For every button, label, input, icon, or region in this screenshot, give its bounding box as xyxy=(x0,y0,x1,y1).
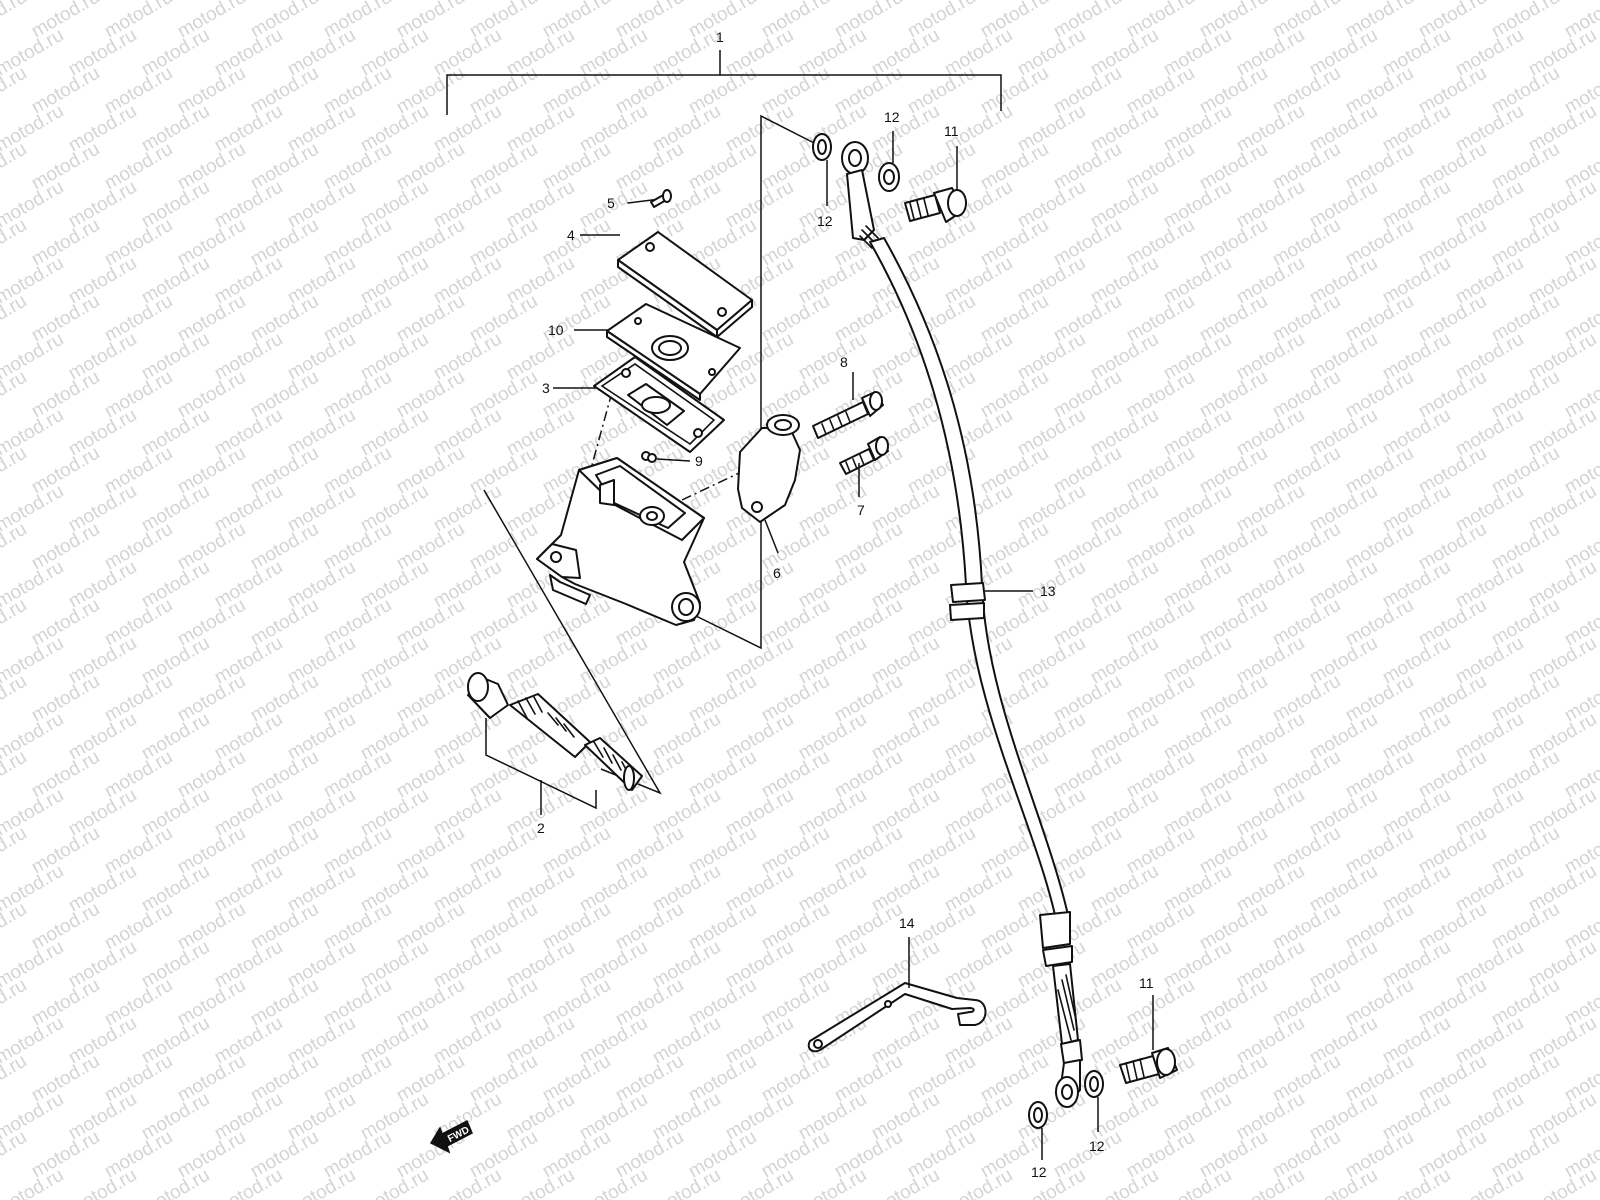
watermark-text: motod.ru xyxy=(1525,1165,1600,1200)
callout-8: 8 xyxy=(840,354,848,370)
callout-3: 3 xyxy=(542,380,550,396)
callout-12-top-a: 12 xyxy=(817,213,833,229)
watermark-text: motod.ru xyxy=(941,1165,1016,1200)
callout-7: 7 xyxy=(857,502,865,518)
watermark-text: motod.ru xyxy=(0,519,30,575)
watermark-text: motod.ru xyxy=(0,1051,30,1107)
callout-9: 9 xyxy=(695,453,703,469)
callout-12-bottom-b: 12 xyxy=(1089,1138,1105,1154)
watermark-text: motod.ru xyxy=(868,1165,943,1200)
watermark-text: motod.ru xyxy=(722,1165,797,1200)
watermark-text: motod.ru xyxy=(0,975,30,1031)
watermark-text: motod.ru xyxy=(0,215,30,271)
callout-2: 2 xyxy=(537,820,545,836)
watermark-text: motod.ru xyxy=(357,1165,432,1200)
callout-4: 4 xyxy=(567,227,575,243)
callout-14: 14 xyxy=(899,915,915,931)
watermark-text: motod.ru xyxy=(0,0,30,42)
watermark-text: motod.ru xyxy=(0,671,30,727)
callout-11-bottom: 11 xyxy=(1139,975,1154,991)
watermark-text: motod.ru xyxy=(0,823,30,879)
callout-6: 6 xyxy=(773,565,781,581)
callout-10: 10 xyxy=(548,322,564,338)
watermark-text: motod.ru xyxy=(0,747,30,803)
watermark-text: motod.ru xyxy=(211,1165,286,1200)
watermark-text: motod.ru xyxy=(649,1165,724,1200)
callout-1: 1 xyxy=(716,29,724,45)
callout-5: 5 xyxy=(607,195,615,211)
callout-11-top: 11 xyxy=(944,123,959,139)
watermark-text: motod.ru xyxy=(0,899,30,955)
watermark-text: motod.ru xyxy=(1233,1165,1308,1200)
watermark-text: motod.ru xyxy=(1014,1165,1089,1200)
watermark-text: motod.ru xyxy=(1379,1165,1454,1200)
watermark-text: motod.ru xyxy=(1452,1165,1527,1200)
watermark-text: motod.ru xyxy=(65,1165,140,1200)
watermark-text: motod.ru xyxy=(0,443,30,499)
watermark-text: motod.ru xyxy=(1306,1165,1381,1200)
watermark-text: motod.ru xyxy=(1160,1165,1235,1200)
watermark-text: motod.ru xyxy=(0,595,30,651)
watermark-text: motod.ru xyxy=(503,1165,578,1200)
watermark-text: motod.ru xyxy=(0,63,30,119)
watermark-text: motod.ru xyxy=(284,1165,359,1200)
watermark-text: motod.ru xyxy=(795,1165,870,1200)
watermark-text: motod.ru xyxy=(576,1165,651,1200)
watermark-text: motod.ru xyxy=(1087,1165,1162,1200)
watermark-text: motod.ru xyxy=(0,139,30,195)
watermark-text: motod.ru xyxy=(138,1165,213,1200)
callout-12-top-b: 12 xyxy=(884,109,900,125)
banjo-fitting-bottom xyxy=(1055,1059,1081,1108)
watermark-text: motod.ru xyxy=(0,291,30,347)
watermark-text: motod.ru xyxy=(430,1165,505,1200)
callout-13: 13 xyxy=(1040,583,1056,599)
watermark-text: motod.ru xyxy=(0,1127,30,1183)
watermark-text: motod.ru xyxy=(0,367,30,423)
callout-12-bottom-a: 12 xyxy=(1031,1164,1047,1180)
